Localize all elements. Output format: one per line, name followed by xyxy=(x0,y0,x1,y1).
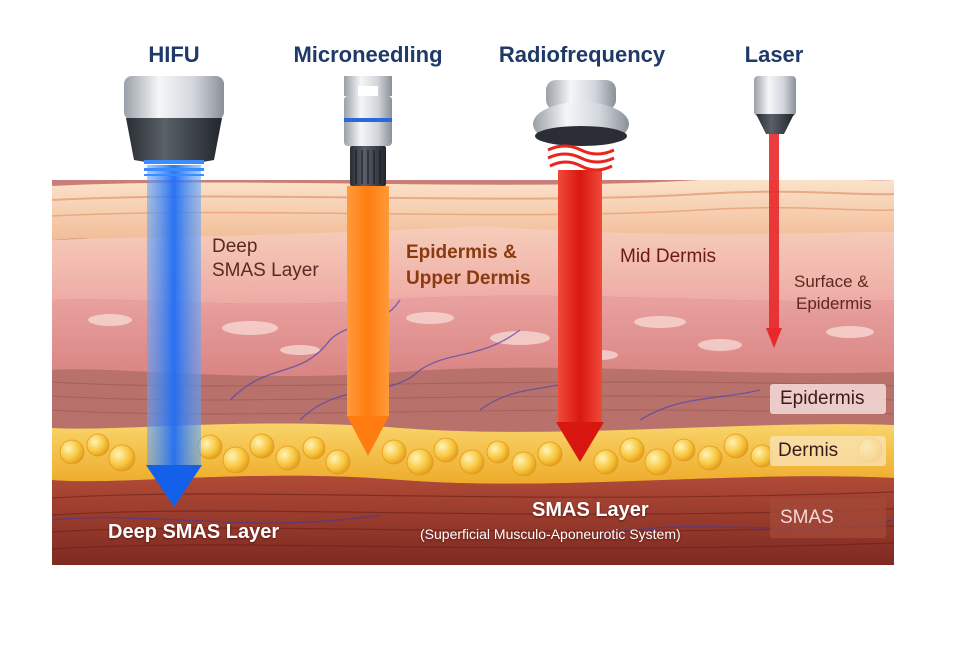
radiofrequency-device-icon xyxy=(533,80,629,172)
hifu-title: HIFU xyxy=(148,42,200,67)
hifu-device-icon xyxy=(124,76,224,176)
laser-target-line2: Epidermis xyxy=(796,294,872,313)
radiofrequency-title: Radiofrequency xyxy=(498,42,666,67)
smas-layer-title: SMAS Layer xyxy=(532,499,649,521)
microneedling-target-line1: Epidermis & xyxy=(406,242,517,263)
radiofrequency-beam xyxy=(556,170,604,462)
microneedling-title: Microneedling xyxy=(293,42,443,67)
deep-smas-label: Deep SMAS Layer xyxy=(108,521,280,543)
layer-label-dermis: Dermis xyxy=(778,440,839,461)
layer-label-epidermis: Epidermis xyxy=(780,388,865,409)
skin-layers xyxy=(52,180,894,565)
laser-title: Laser xyxy=(744,42,804,67)
hifu-beam xyxy=(146,165,202,507)
laser-target-line1: Surface & xyxy=(794,272,869,291)
smas-layer-subtitle: (Superficial Musculo-Aponeurotic System) xyxy=(420,526,681,542)
hifu-target-line1: Deep xyxy=(212,236,258,257)
radiofrequency-target-line1: Mid Dermis xyxy=(620,246,717,267)
laser-beam xyxy=(766,134,782,348)
layer-label-smas: SMAS xyxy=(780,507,834,528)
microneedling-target-line2: Upper Dermis xyxy=(406,268,531,289)
hifu-target-line2: SMAS Layer xyxy=(212,260,319,281)
microneedling-beam xyxy=(347,186,389,456)
laser-device-icon xyxy=(754,76,796,134)
microneedling-device-icon xyxy=(344,76,392,186)
